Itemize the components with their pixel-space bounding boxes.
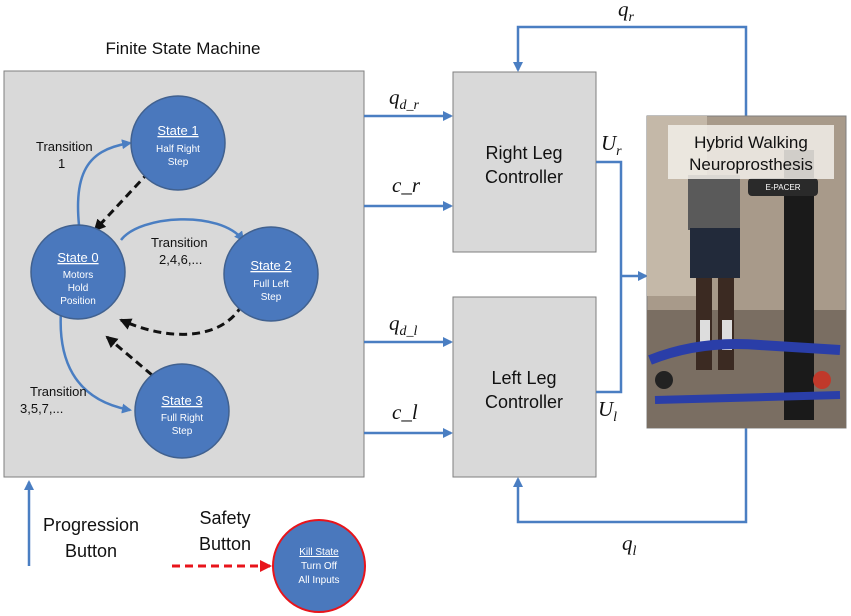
- brand-text: E-PACER: [766, 183, 801, 192]
- neuroprosthesis-photo: E-PACER Hybrid Walking Neuroprosthesis: [646, 115, 847, 429]
- right-leg-controller: Right Leg Controller: [452, 71, 597, 253]
- state-3-line: Step: [172, 426, 193, 437]
- left-controller-label: Left Leg: [491, 368, 556, 388]
- q-l-sub: l: [633, 544, 637, 559]
- qd-r-sub: d_r: [400, 98, 420, 113]
- kill-state-line: All Inputs: [298, 575, 339, 586]
- q-r-feedback: [513, 25, 748, 116]
- u-l-sub: l: [613, 410, 617, 425]
- state-0-line: Position: [60, 296, 96, 307]
- transition-2-label: Transition: [151, 235, 208, 250]
- u-r-base: U: [601, 131, 618, 155]
- qd-l-sub: d_l: [400, 324, 418, 339]
- q-l-label: ql: [622, 531, 637, 559]
- qd-r-base: q: [389, 85, 400, 109]
- u-r-label: Ur: [601, 131, 622, 159]
- u-l-base: U: [598, 397, 615, 421]
- safety-button-label: Button: [199, 534, 251, 554]
- state-1-node: State 1 Half Right Step: [130, 95, 226, 191]
- photo-caption: Neuroprosthesis: [689, 155, 813, 174]
- right-controller-label: Right Leg: [485, 143, 562, 163]
- transition-2-arrow: [120, 218, 245, 242]
- state-2-title: State 2: [250, 258, 291, 273]
- state-2-node: State 2 Full Left Step: [223, 226, 319, 322]
- state-0-title: State 0: [57, 250, 98, 265]
- return-s2-arrow: [119, 304, 244, 336]
- kill-state-title: Kill State: [299, 547, 339, 558]
- progression-button-label: Progression: [43, 515, 139, 535]
- safety-button-label: Safety: [199, 508, 250, 528]
- left-controller-label: Controller: [485, 392, 563, 412]
- state-2-line: Full Left: [253, 279, 289, 290]
- qd-l-base: q: [389, 311, 400, 335]
- q-l-base: q: [622, 531, 633, 555]
- c-r-label: c_r: [392, 173, 421, 197]
- qd-l-label: qd_l: [389, 311, 418, 339]
- right-controller-label: Controller: [485, 167, 563, 187]
- return-s3-arrow: [105, 335, 153, 377]
- q-r-label: qr: [618, 0, 635, 25]
- photo-caption: Hybrid Walking: [694, 133, 808, 152]
- left-leg-controller: Left Leg Controller: [452, 296, 597, 478]
- progression-button-label: Button: [65, 541, 117, 561]
- u-r-sub: r: [616, 144, 622, 159]
- state-0-line: Motors: [63, 270, 94, 281]
- q-r-base: q: [618, 0, 629, 21]
- return-s1-arrow: [93, 170, 151, 232]
- q-l-feedback: [513, 428, 748, 524]
- state-3-title: State 3: [161, 393, 202, 408]
- transition-2-label: 2,4,6,...: [159, 252, 202, 267]
- state-0-node: State 0 Motors Hold Position: [30, 224, 126, 320]
- kill-state-line: Turn Off: [301, 561, 337, 572]
- c-l-label: c_l: [392, 400, 418, 424]
- transition-1-label: Transition: [36, 139, 93, 154]
- state-3-node: State 3 Full Right Step: [134, 363, 230, 459]
- output-merge-line: [596, 160, 623, 394]
- kill-state-node: Kill State Turn Off All Inputs: [272, 519, 366, 613]
- qd-r-label: qd_r: [389, 85, 420, 113]
- state-0-line: Hold: [68, 283, 89, 294]
- state-1-line: Step: [168, 157, 189, 168]
- state-2-line: Step: [261, 292, 282, 303]
- transition-3-label: Transition: [30, 384, 87, 399]
- transition-3-arrow: [59, 299, 132, 414]
- transition-3-label: 3,5,7,...: [20, 401, 63, 416]
- u-l-label: Ul: [598, 397, 617, 425]
- state-1-line: Half Right: [156, 144, 200, 155]
- q-r-sub: r: [629, 10, 635, 25]
- fsm-title: Finite State Machine: [106, 39, 261, 58]
- state-1-title: State 1: [157, 123, 198, 138]
- state-3-line: Full Right: [161, 413, 203, 424]
- transition-1-label: 1: [58, 156, 65, 171]
